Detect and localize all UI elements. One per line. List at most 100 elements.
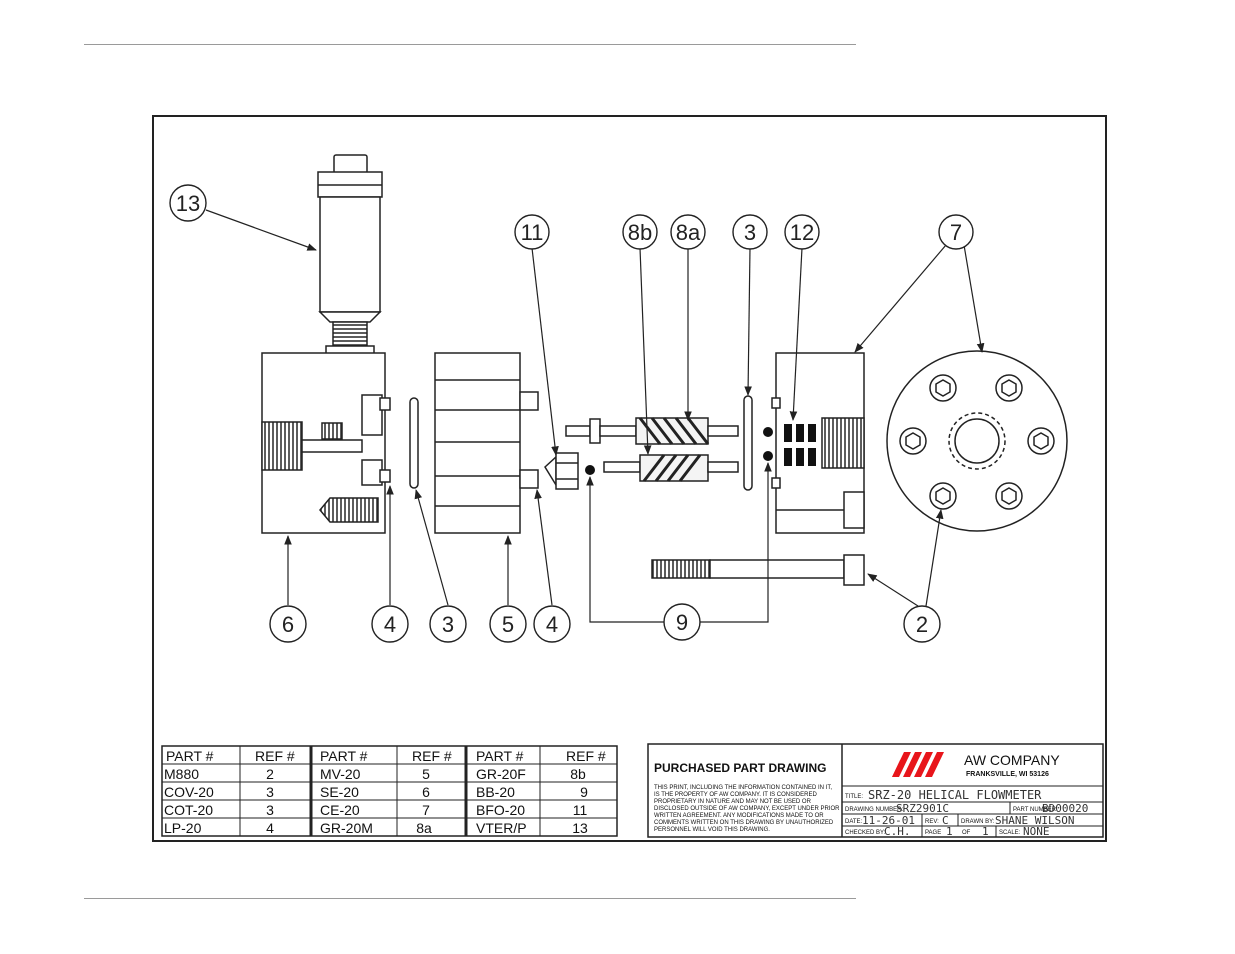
title-label: TITLE: [845,794,863,800]
callout-13: 13 [176,191,200,216]
date-value: 11-26-01 [862,814,915,827]
table-cell: 7 [422,802,430,818]
callout-8a: 8a [676,220,701,245]
callout-balloon-8a [670,214,706,250]
callout-3-top: 3 [744,220,756,245]
of-value: 1 [982,825,989,838]
table-cell: COT-20 [164,802,213,818]
callout-5: 5 [502,612,514,637]
table-cell: MV-20 [320,766,361,782]
callout-11: 11 [521,220,544,245]
part-helical-rotors-8 [565,417,739,482]
part-oring-3-right [743,395,753,491]
checked-by-value: C.H. [884,825,911,838]
callout-9: 9 [676,610,688,635]
part-seal-block-5 [434,352,539,534]
callout-balloon-12 [784,214,820,250]
title-block: PURCHASED PART DRAWING THIS PRINT, INCLU… [647,743,1104,838]
of-label: OF [962,830,971,836]
page-value: 1 [946,825,953,838]
notice-line: WRITTEN AGREEMENT. ANY MODIFICATIONS MAD… [654,813,824,819]
rev-value: C [942,814,949,827]
table-cell: BB-20 [476,784,515,800]
callout-balloon-9 [663,603,701,641]
part-end-cap-7-front [886,350,1068,532]
callout-2: 2 [916,612,928,637]
table-cell: 3 [266,802,274,818]
table-cell: 5 [422,766,430,782]
part-number-label: PART NUMBER: [1013,807,1058,813]
drawn-by-label: DRAWN BY: [961,819,995,825]
table-header-ref-3: REF # [566,748,606,764]
notice-line: IS THE PROPERTY OF AW COMPANY. IT IS CON… [654,792,817,798]
drawn-by-value: SHANE WILSON [995,814,1074,827]
table-header-part-3: PART # [476,748,524,764]
part-bearings-12 [784,424,816,466]
callout-balloon-13 [169,184,207,222]
table-cell: 4 [266,820,274,836]
table-cell: 8a [416,820,432,836]
callout-3-bottom: 3 [442,612,454,637]
part-housing-6 [261,352,391,534]
callout-balloon-3-bottom [429,605,467,643]
part-fitting-11 [544,452,579,490]
bottom-rule [84,898,856,899]
table-cell: 8b [570,766,586,782]
callout-balloon-11 [514,214,550,250]
callout-balloon-7 [938,214,974,250]
notice-line: THIS PRINT, INCLUDING THE INFORMATION CO… [654,785,832,791]
callout-balloon-6 [269,605,307,643]
part-ball-9-left [585,465,595,475]
notice-line: PERSONNEL WILL VOID THIS DRAWING. [654,827,770,833]
company-location: FRANKSVILLE, WI 53126 [966,771,1049,778]
table-cell: LP-20 [164,820,202,836]
notice-line: DISCLOSED OUTSIDE OF AW COMPANY, EXCEPT … [654,806,840,812]
table-header-part-2: PART # [320,748,368,764]
title-block-heading: PURCHASED PART DRAWING [654,761,826,775]
table-cell: M880 [164,766,199,782]
part-end-cap-7-side [771,352,865,534]
company-name: AW COMPANY [964,752,1060,768]
parts-table: PART # REF # PART # REF # PART # REF # M… [161,745,618,837]
page-label: PAGE [925,830,941,836]
part-oring-3-left [409,397,419,489]
table-cell: 9 [580,784,588,800]
date-label: DATE: [845,819,863,825]
table-cell: 2 [266,766,274,782]
table-header-part-1: PART # [166,748,214,764]
drawing-number: SRZ2901C [896,802,949,815]
table-cell: CE-20 [320,802,360,818]
callout-6: 6 [282,612,294,637]
notice-line: PROPRIETARY IN NATURE AND MAY NOT BE USE… [654,799,812,805]
part-ball-9-right-top [763,427,773,437]
callout-balloon-5 [489,605,527,643]
aw-company-logo [892,752,944,777]
notice-line: COMMENTS WRITTEN ON THIS DRAWING BY UNAU… [654,820,834,826]
callout-7: 7 [950,220,962,245]
table-cell: SE-20 [320,784,359,800]
part-number: BD00020 [1042,802,1088,815]
rev-label: REV: [925,819,939,825]
drawing-number-label: DRAWING NUMBER: [845,807,903,813]
table-cell: COV-20 [164,784,214,800]
leader-lines [205,209,985,623]
callout-balloon-2 [903,605,941,643]
callout-balloon-4-left [371,605,409,643]
title-value: SRZ-20 HELICAL FLOWMETER [868,788,1042,802]
part-bolt-2 [651,554,865,586]
table-cell: 11 [573,802,588,818]
table-cell: GR-20M [320,820,373,836]
callout-12: 12 [790,220,814,245]
scale-label: SCALE: [999,830,1021,836]
top-rule [84,44,856,45]
callout-4-left: 4 [384,612,396,637]
part-ball-9-right-bottom [763,451,773,461]
table-header-ref-2: REF # [412,748,452,764]
scale-value: NONE [1023,825,1050,838]
callout-4-right: 4 [546,612,558,637]
table-cell: 13 [572,820,588,836]
table-header-ref-1: REF # [255,748,295,764]
table-cell: 3 [266,784,274,800]
table-cell: BFO-20 [476,802,525,818]
